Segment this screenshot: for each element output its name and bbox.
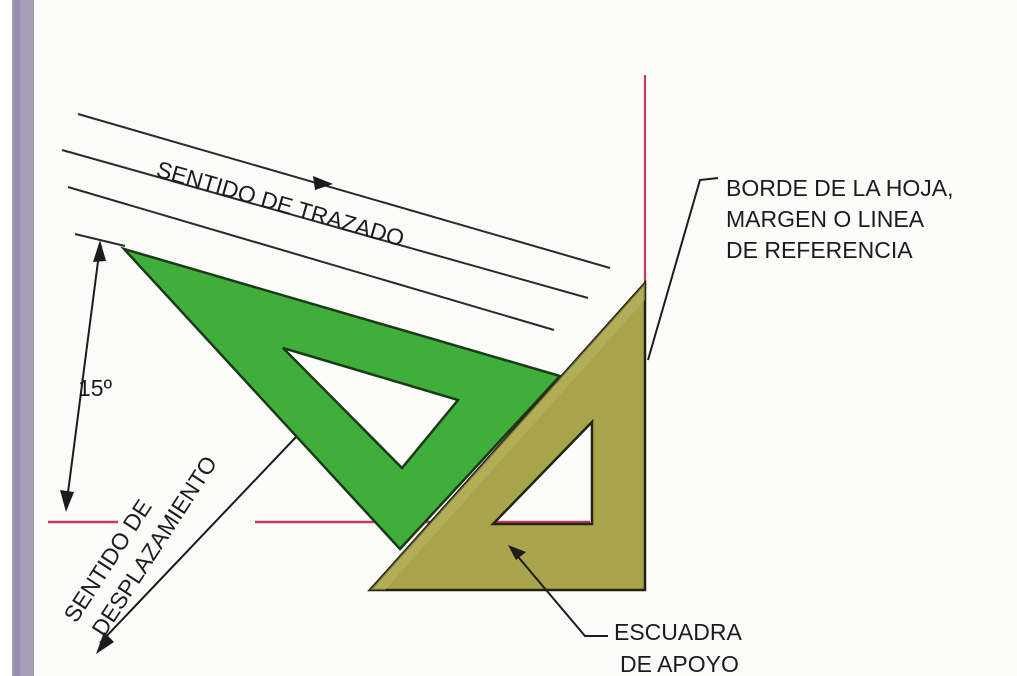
border-label-line-1: BORDE DE LA HOJA, [726,175,954,201]
angle-arrow-bottom-icon [60,490,74,512]
escuadra-label-line-1: ESCUADRA [614,619,742,645]
green-set-square [120,246,563,551]
border-label-line-2: MARGEN O LINEA [726,206,925,232]
page-edge-shadow [14,0,20,676]
trace-direction-arrow-icon [313,176,333,190]
displacement-arrow-line [99,436,297,644]
border-leader-line [647,177,719,361]
angle-arrow-top-icon [93,240,106,262]
olive-square-highlight [370,283,645,590]
border-label-line-3: DE REFERENCIA [726,237,913,263]
traced-line-1 [77,113,611,269]
angle-dimension-line [65,245,101,509]
angle-label: 15º [78,375,113,401]
escuadra-label-line-2: DE APOYO [620,651,739,676]
displacement-arrow-icon [96,632,114,654]
traced-line-2 [61,149,589,299]
traced-line-3 [67,186,555,331]
escuadra-leader-arrow-icon [508,545,526,560]
escuadra-leader-line [513,551,608,637]
